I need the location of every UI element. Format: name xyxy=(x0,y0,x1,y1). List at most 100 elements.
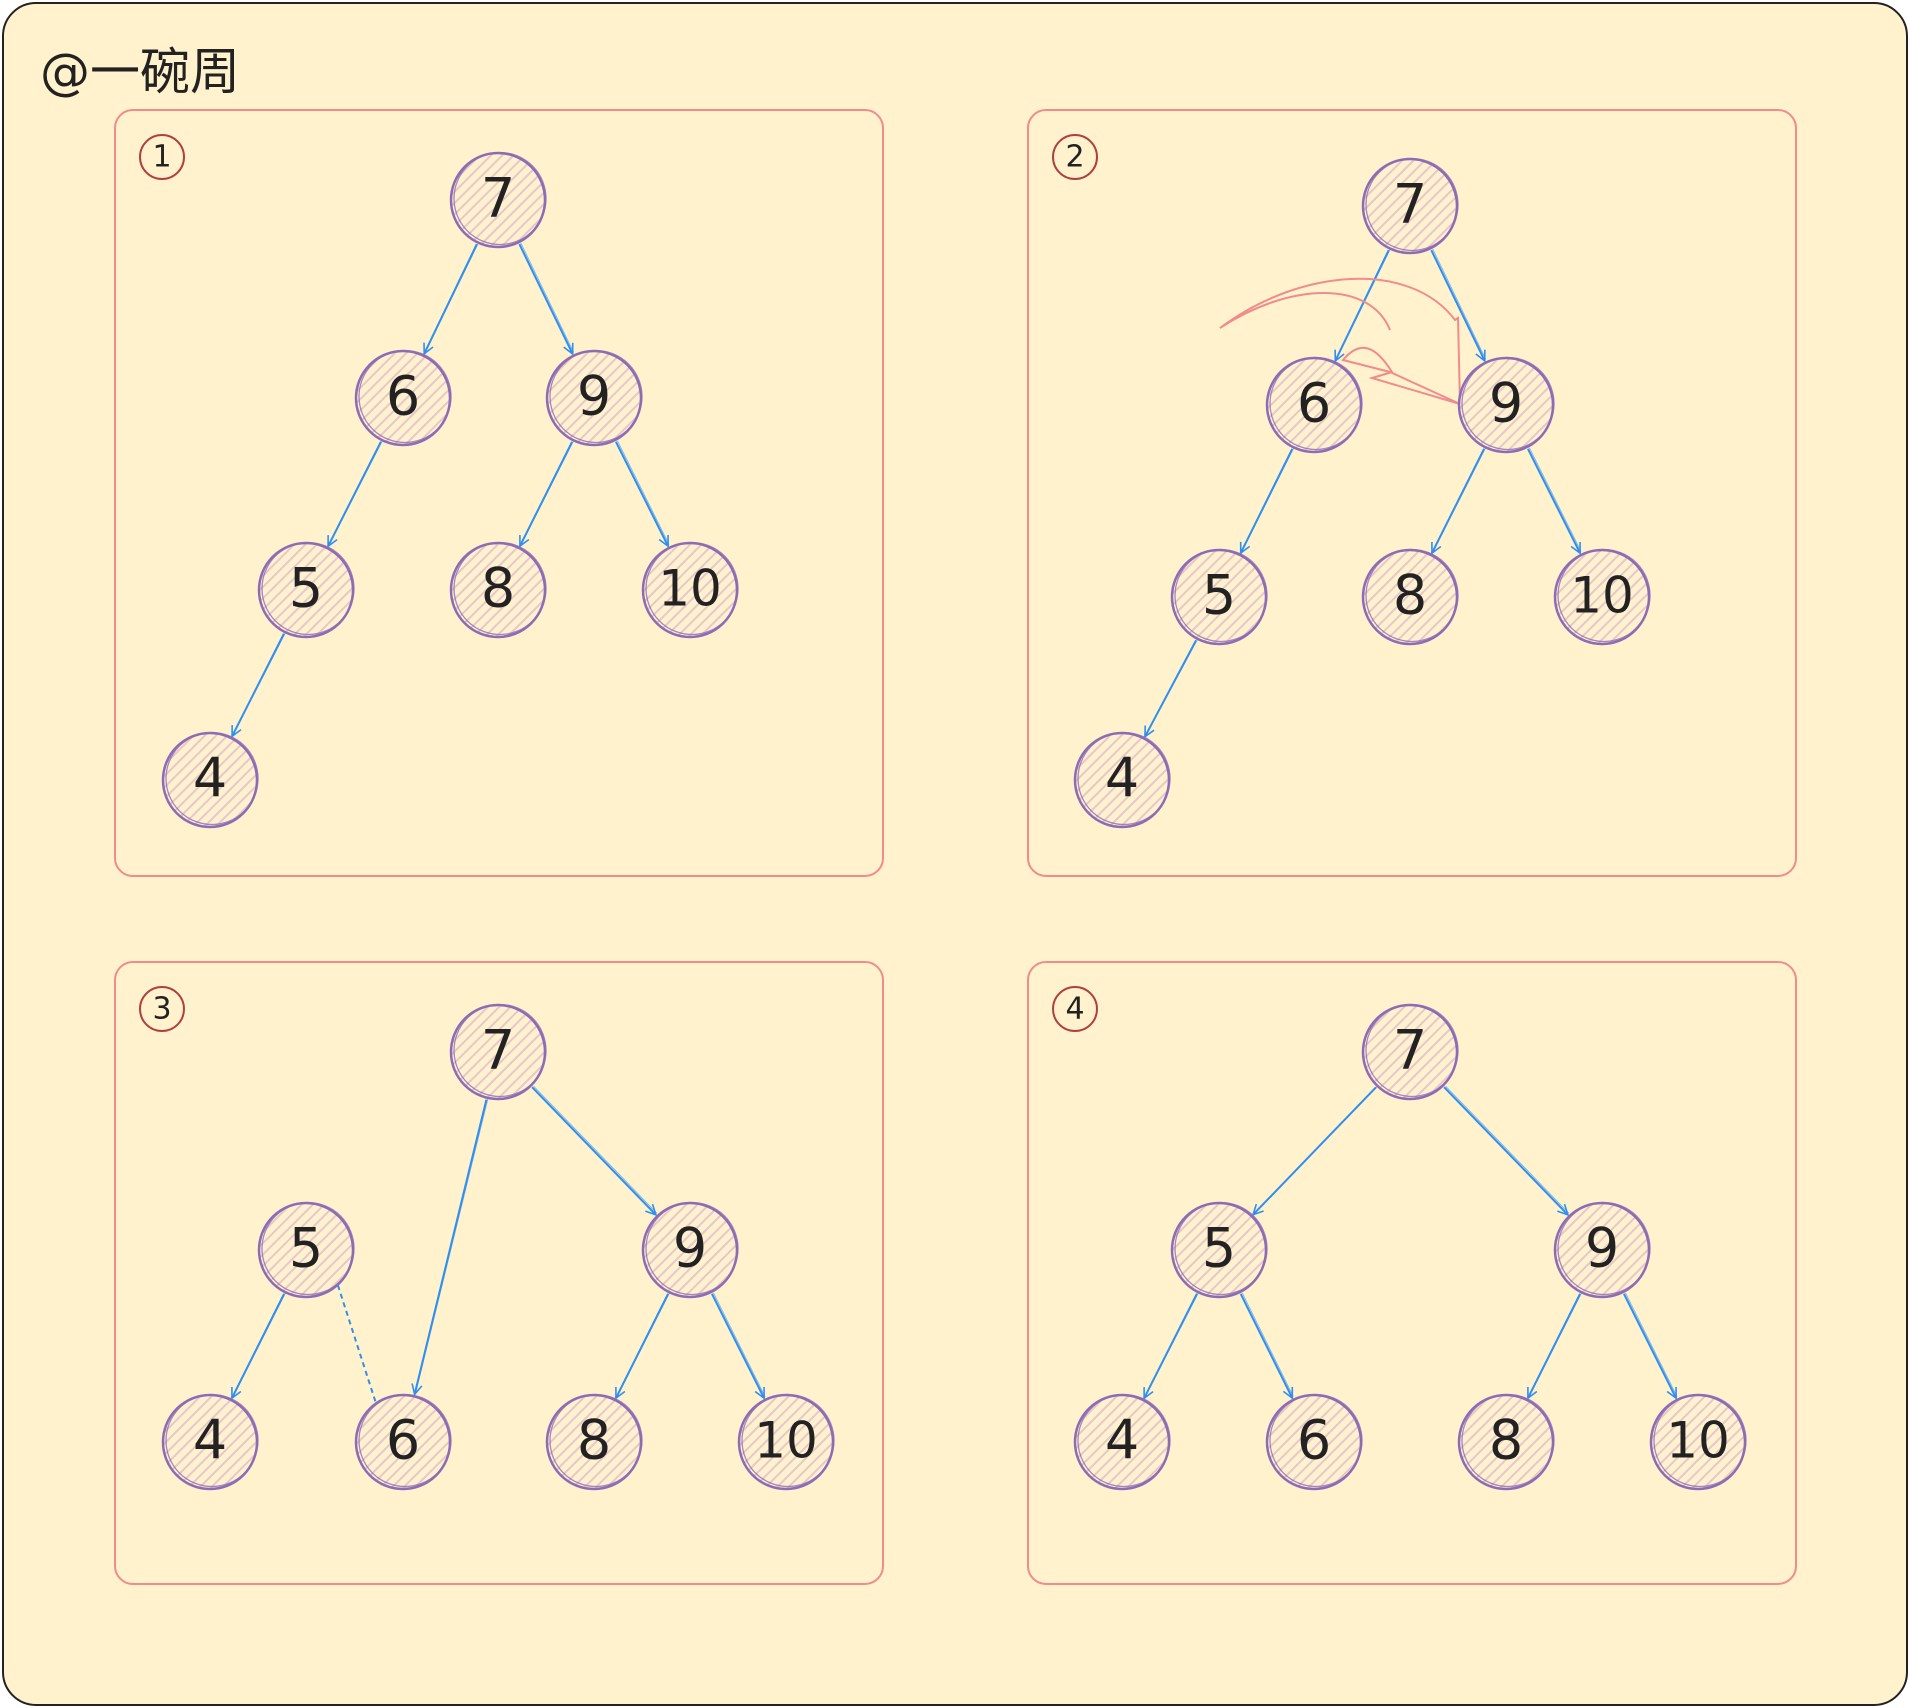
node-label: 9 xyxy=(1585,1217,1619,1280)
edge-n7-n9-sketch xyxy=(533,1085,658,1214)
node-label: 5 xyxy=(1202,564,1236,627)
edge-n7-n6 xyxy=(411,1099,488,1397)
node-circle-sketch xyxy=(1365,548,1459,643)
node-label: 7 xyxy=(1393,173,1427,236)
edge-n7-n9-sketch xyxy=(1432,248,1487,360)
edge-n6-n5-sketch xyxy=(1241,447,1295,552)
edge-n5-n6-sketch xyxy=(1241,1292,1294,1397)
node-label: 9 xyxy=(673,1217,707,1280)
tree-node-10: 10 xyxy=(1649,1393,1747,1491)
tree-node-7: 7 xyxy=(449,151,547,249)
node-label: 5 xyxy=(289,1217,323,1280)
tree-node-10: 10 xyxy=(1553,548,1651,646)
node-label: 8 xyxy=(481,557,515,620)
node-circle-sketch xyxy=(645,541,739,636)
node-label: 5 xyxy=(1202,1217,1236,1280)
panel-border xyxy=(1027,109,1797,877)
node-circle-sketch xyxy=(1174,1201,1268,1296)
edge-n9-n10-sketch xyxy=(1528,447,1582,552)
tree-node-4: 4 xyxy=(161,1393,259,1491)
edge-n7-n9 xyxy=(518,243,574,356)
node-circle-sketch xyxy=(261,541,355,636)
node-label: 4 xyxy=(193,1409,227,1472)
node-circle-sketch xyxy=(549,349,643,444)
node-label: 10 xyxy=(658,560,722,618)
edge-n9-n8-sketch xyxy=(1432,447,1487,552)
node-circle-sketch xyxy=(358,1393,452,1488)
node-circle-sketch xyxy=(645,1201,739,1296)
tree-node-9: 9 xyxy=(641,1201,739,1299)
edge-n9-n10-sketch xyxy=(1624,1292,1678,1397)
tree-node-8: 8 xyxy=(1361,548,1459,646)
tree-node-4: 4 xyxy=(1073,731,1171,829)
tree-node-7: 7 xyxy=(449,1003,547,1101)
step-badge xyxy=(139,134,185,180)
panel-3: 3 7 5 9 4 6 8 10 xyxy=(114,961,884,1585)
rotation-arrow xyxy=(1219,277,1462,406)
node-circle-sketch xyxy=(1557,548,1651,643)
step-badge-label: 3 xyxy=(152,992,171,1027)
node-circle-sketch xyxy=(1365,157,1459,252)
edge-n6-n5-sketch xyxy=(328,440,383,545)
edge-n5-n6 xyxy=(1239,1293,1294,1400)
node-circle-sketch xyxy=(1653,1393,1747,1488)
node-label: 4 xyxy=(1105,1409,1139,1472)
edge-n9-n10 xyxy=(711,1293,765,1400)
panel-border xyxy=(114,109,884,877)
tree-node-8: 8 xyxy=(1457,1393,1555,1491)
node-label: 6 xyxy=(1297,1409,1331,1472)
edge-n9-n10-sketch xyxy=(616,440,670,545)
edge-n7-n9 xyxy=(1443,1086,1570,1217)
tree-node-6: 6 xyxy=(1265,356,1363,454)
edge-n9-n10 xyxy=(1527,448,1581,555)
node-label: 6 xyxy=(386,1409,420,1472)
edge-n5-n4-sketch xyxy=(232,1292,287,1397)
node-label: 4 xyxy=(1105,747,1139,810)
node-circle-sketch xyxy=(1269,1393,1363,1488)
tree-node-8: 8 xyxy=(449,541,547,639)
edge-n7-n5-sketch xyxy=(1253,1085,1378,1214)
node-circle-sketch xyxy=(1461,356,1555,451)
edge-n9-n8-sketch xyxy=(520,440,575,545)
edge-n9-n10 xyxy=(615,441,669,548)
node-circle-sketch xyxy=(1077,1393,1171,1488)
node-circle-sketch xyxy=(1461,1393,1555,1488)
tree-node-4: 4 xyxy=(1073,1393,1171,1491)
node-circle-sketch xyxy=(358,349,452,444)
edge-n7-n6-sketch xyxy=(415,1098,489,1394)
node-circle-sketch xyxy=(453,151,547,246)
tree-node-10: 10 xyxy=(737,1393,835,1491)
author-watermark: @一碗周 xyxy=(40,43,240,101)
node-circle-sketch xyxy=(1557,1201,1651,1296)
edge-n5-n4-sketch xyxy=(1145,639,1198,736)
node-label: 5 xyxy=(289,557,323,620)
tree-node-9: 9 xyxy=(1457,356,1555,454)
tree-node-6: 6 xyxy=(1265,1393,1363,1491)
edge-n9-n10 xyxy=(1623,1293,1677,1400)
tree-node-6: 6 xyxy=(354,1393,452,1491)
node-label: 9 xyxy=(577,365,611,428)
tree-node-10: 10 xyxy=(641,541,739,639)
edge-n5-n4-sketch xyxy=(1144,1292,1199,1397)
edge-n9-n8-sketch xyxy=(616,1292,671,1397)
step-badge xyxy=(139,986,185,1032)
tree-node-9: 9 xyxy=(545,349,643,447)
node-circle-sketch xyxy=(165,1393,259,1488)
node-circle-sketch xyxy=(453,1003,547,1098)
node-circle-sketch xyxy=(741,1393,835,1488)
tree-node-7: 7 xyxy=(1361,157,1459,255)
node-circle-sketch xyxy=(549,1393,643,1488)
tree-node-5: 5 xyxy=(257,1201,355,1299)
node-circle-sketch xyxy=(165,731,259,826)
tree-node-8: 8 xyxy=(545,1393,643,1491)
node-circle-sketch xyxy=(261,1201,355,1296)
node-label: 6 xyxy=(1297,372,1331,435)
step-badge-label: 2 xyxy=(1065,140,1084,175)
node-circle-sketch xyxy=(1174,548,1268,643)
node-label: 4 xyxy=(193,747,227,810)
step-badge-label: 4 xyxy=(1065,992,1084,1027)
panel-border xyxy=(1027,961,1797,1585)
tree-node-4: 4 xyxy=(161,731,259,829)
node-circle-sketch xyxy=(1365,1003,1459,1098)
